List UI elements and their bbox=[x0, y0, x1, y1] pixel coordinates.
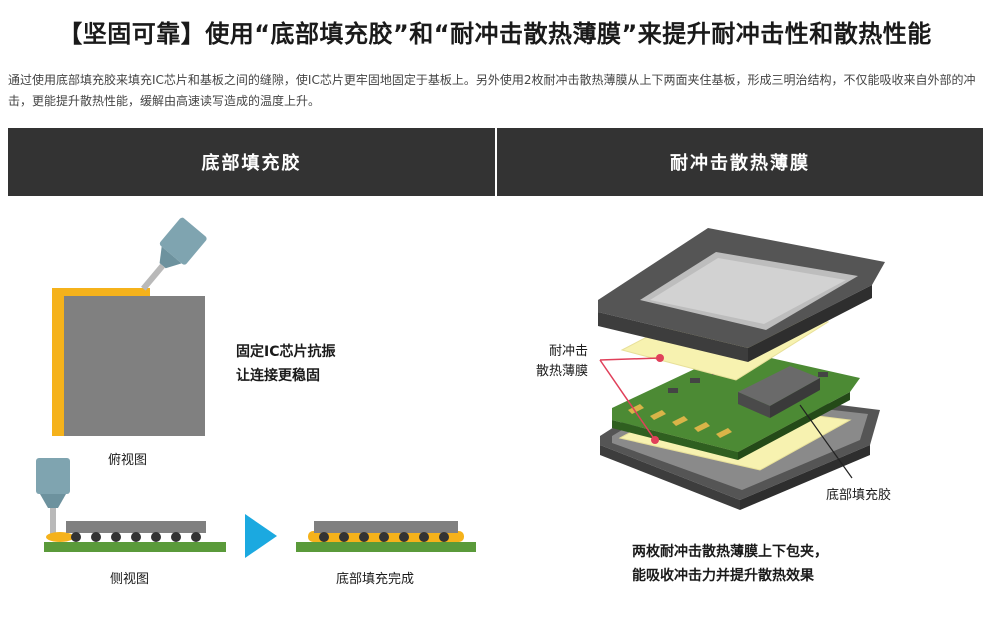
pointer-dot-top bbox=[656, 354, 664, 362]
side-view-label: 侧视图 bbox=[110, 572, 150, 587]
underfill-label: 底部填充胶 bbox=[826, 488, 892, 503]
underfill-complete-label: 底部填充完成 bbox=[336, 572, 415, 587]
side-nozzle-icon bbox=[36, 458, 70, 494]
exploded-card-illustration bbox=[598, 228, 885, 510]
top-view-illustration bbox=[52, 217, 207, 436]
film-label: 耐冲击 散热薄膜 bbox=[536, 344, 589, 379]
intro-paragraph: 通过使用底部填充胶来填充IC芯片和基板之间的缝隙，使IC芯片更牢固地固定于基板上… bbox=[8, 73, 976, 108]
gold-contacts bbox=[628, 404, 732, 438]
underfill-panel-header: 底部填充胶 bbox=[8, 128, 495, 196]
pointer-dot-bottom bbox=[651, 436, 659, 444]
film-panel-header: 耐冲击散热薄膜 bbox=[497, 128, 983, 196]
side-view-before bbox=[36, 458, 226, 552]
substrate-before bbox=[44, 542, 226, 552]
page-title: 【坚固可靠】使用“底部填充胶”和“耐冲击散热薄膜”来提升耐冲击性和散热性能 bbox=[58, 20, 932, 48]
pcb-chip bbox=[738, 366, 820, 406]
film-caption: 两枚耐冲击散热薄膜上下包夹， 能吸收冲击力并提升散热效果 bbox=[632, 544, 828, 584]
next-step-arrow-icon bbox=[245, 514, 277, 558]
substrate-after bbox=[296, 542, 476, 552]
chip-side-after bbox=[314, 521, 458, 533]
top-view-label: 俯视图 bbox=[108, 453, 148, 468]
ic-chip-top bbox=[64, 296, 205, 436]
top-nozzle-icon bbox=[141, 217, 207, 291]
underfill-caption: 固定IC芯片抗振 让连接更稳固 bbox=[236, 344, 336, 384]
underfill-vertical-bead bbox=[52, 288, 66, 436]
side-view-after bbox=[296, 521, 476, 552]
chip-side-before bbox=[66, 521, 206, 533]
